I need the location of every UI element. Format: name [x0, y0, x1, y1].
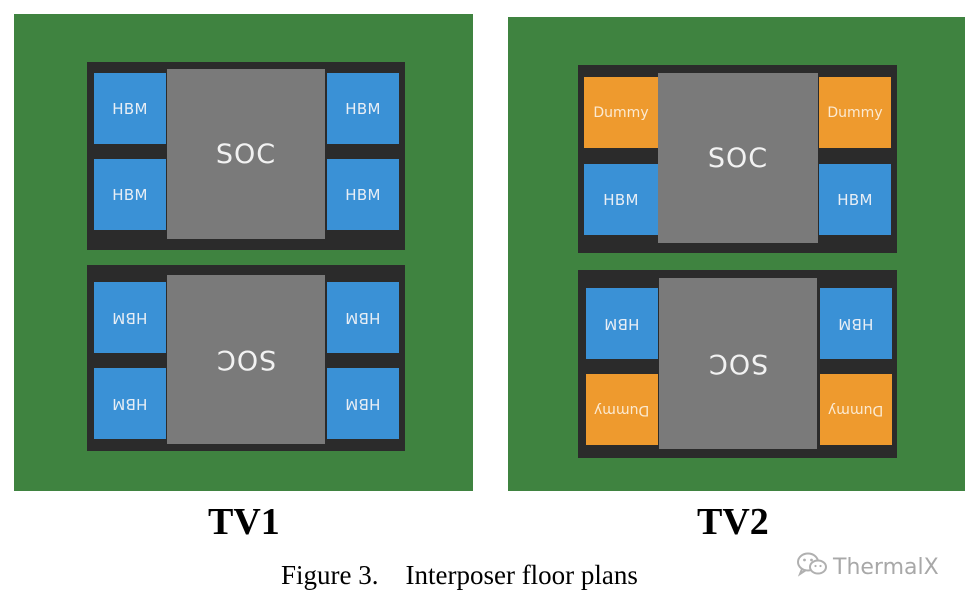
- die-label: Dummy: [593, 104, 649, 121]
- die-label: SOC: [707, 142, 769, 174]
- tv2-bottom-left-bottom-dummy: Dummy: [586, 374, 658, 445]
- tv2-bottom-right-bottom-dummy: Dummy: [820, 374, 892, 445]
- figure-caption: Figure 3. Interposer floor plans: [281, 560, 638, 590]
- die-label: HBM: [837, 190, 873, 209]
- tv1-top-right-top-hbm: HBM: [327, 73, 399, 144]
- die-label: Dummy: [594, 401, 650, 418]
- tv1-bottom-left-top-hbm: HBM: [94, 282, 166, 353]
- tv2-top-right-bottom-hbm: HBM: [819, 164, 891, 235]
- die-label: HBM: [603, 190, 639, 209]
- watermark: ThermalX: [796, 551, 939, 583]
- wechat-icon: [796, 551, 828, 583]
- tv1-bottom-left-bottom-hbm: HBM: [94, 368, 166, 439]
- die-label: HBM: [112, 185, 148, 204]
- die-label: HBM: [345, 185, 381, 204]
- tv2-label: TV2: [697, 501, 769, 543]
- tv2-bottom-left-top-hbm: HBM: [586, 288, 658, 359]
- tv2-top-interposer: Dummy HBM SOC Dummy HBM: [578, 65, 897, 253]
- tv2-bottom-right-top-hbm: HBM: [820, 288, 892, 359]
- tv1-top-soc: SOC: [167, 69, 325, 239]
- tv1-bottom-right-bottom-hbm: HBM: [327, 368, 399, 439]
- tv2-top-left-top-dummy: Dummy: [584, 77, 658, 148]
- die-label: Dummy: [828, 401, 884, 418]
- die-label: HBM: [345, 394, 381, 413]
- die-label: SOC: [707, 348, 769, 379]
- die-label: HBM: [112, 394, 148, 413]
- die-label: HBM: [112, 308, 148, 327]
- die-label: HBM: [345, 308, 381, 327]
- tv2-top-soc: SOC: [658, 73, 818, 243]
- tv1-bottom-interposer: HBM HBM SOC HBM HBM: [87, 265, 405, 451]
- watermark-text: ThermalX: [833, 554, 939, 580]
- tv1-bottom-right-top-hbm: HBM: [327, 282, 399, 353]
- die-label: Dummy: [827, 104, 883, 121]
- die-label: HBM: [345, 99, 381, 118]
- die-label: HBM: [838, 314, 874, 333]
- die-label: HBM: [112, 99, 148, 118]
- tv2-board: Dummy HBM SOC Dummy HBM HBM Dummy SOC HB…: [508, 17, 965, 491]
- tv1-top-left-bottom-hbm: HBM: [94, 159, 166, 230]
- tv1-bottom-soc: SOC: [167, 275, 325, 444]
- tv1-top-right-bottom-hbm: HBM: [327, 159, 399, 230]
- tv1-board: HBM HBM SOC HBM HBM HBM HBM SOC HBM HBM: [14, 14, 473, 491]
- tv1-top-left-top-hbm: HBM: [94, 73, 166, 144]
- tv2-top-right-top-dummy: Dummy: [819, 77, 891, 148]
- tv2-bottom-soc: SOC: [659, 278, 817, 449]
- die-label: SOC: [215, 344, 277, 375]
- tv2-top-left-bottom-hbm: HBM: [584, 164, 658, 235]
- tv2-bottom-interposer: HBM Dummy SOC HBM Dummy: [578, 270, 897, 458]
- die-label: HBM: [604, 314, 640, 333]
- die-label: SOC: [215, 138, 277, 170]
- tv1-top-interposer: HBM HBM SOC HBM HBM: [87, 62, 405, 250]
- tv1-label: TV1: [208, 501, 280, 543]
